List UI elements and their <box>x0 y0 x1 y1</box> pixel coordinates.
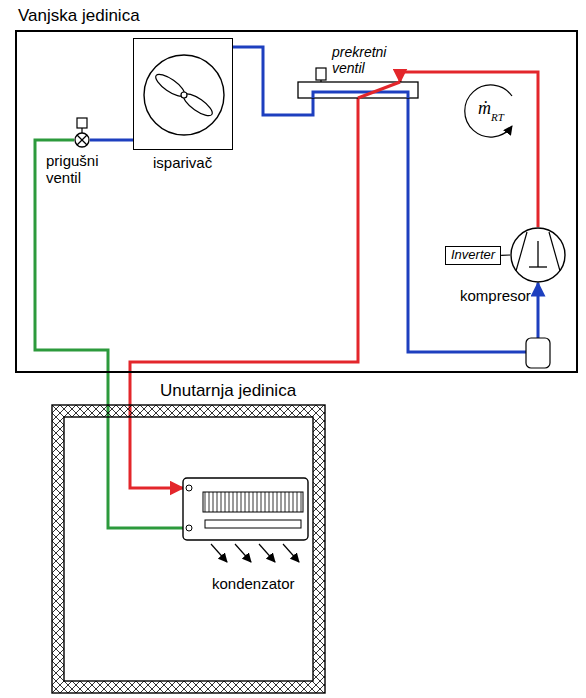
mass-flow-symbol: ṁ <box>478 98 491 119</box>
compressor: kompresor <box>510 227 566 283</box>
component-label: prigušni ventil <box>46 152 116 187</box>
refrigerant-pipe <box>233 47 313 115</box>
expansion-valve-symbol <box>74 132 90 148</box>
component-label: isparivač <box>153 154 212 171</box>
component-label: prekretni ventil <box>332 44 394 76</box>
unit-heading: Vanjska jedinica <box>18 6 140 26</box>
component-label: kondenzator <box>212 575 295 592</box>
evaporator-symbol <box>134 39 234 151</box>
reversing-valve-symbol <box>298 82 418 98</box>
accumulator <box>526 338 550 368</box>
unit-heading: Unutarnja jedinica <box>160 381 296 401</box>
condenser: kondenzator <box>183 478 308 540</box>
component-label: kompresor <box>460 287 531 304</box>
refrigerant-pipe <box>400 72 538 227</box>
indoor-unit: Unutarnja jedinicakondenzator <box>52 405 325 693</box>
inverter-box: Inverter <box>445 246 501 265</box>
condenser-symbol <box>183 478 308 540</box>
evaporator: isparivač <box>133 38 233 150</box>
inverter-label: Inverter <box>446 247 500 264</box>
mass-flow-subscript: RT <box>491 111 504 123</box>
expansion-valve: prigušni ventil <box>74 132 90 148</box>
indoor-unit-symbol <box>52 405 325 693</box>
compressor-symbol <box>510 227 566 283</box>
flow-direction-arrow <box>465 85 512 137</box>
refrigerant-pipe <box>90 139 133 142</box>
refrigerant-pipe <box>501 254 510 256</box>
outdoor-unit: Vanjska jedinicaisparivačprigušni ventil… <box>15 30 578 373</box>
reversing-valve: prekretni ventil <box>298 82 418 98</box>
refrigerant-pipe <box>408 98 538 352</box>
